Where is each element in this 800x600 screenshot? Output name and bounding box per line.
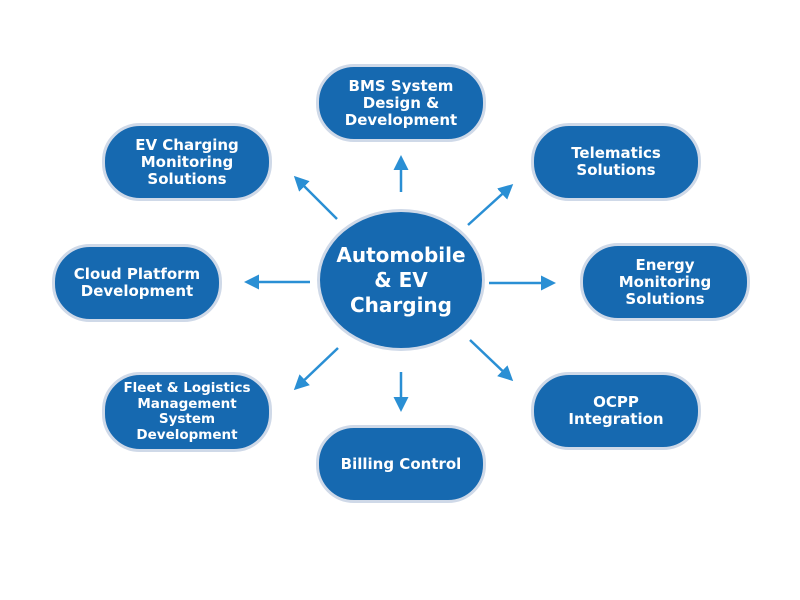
node-billing-control: Billing Control: [316, 425, 486, 503]
node-ocpp-integration: OCPP Integration: [531, 372, 701, 450]
arrow-to-telematics: [467, 183, 514, 226]
node-fleet-label: Fleet & Logistics Management System Deve…: [123, 380, 251, 443]
arrow-to-ev-monitoring: [293, 175, 338, 220]
node-cloud-platform: Cloud Platform Development: [52, 244, 222, 322]
arrow-to-fleet: [293, 347, 339, 391]
node-energy-monitoring: Energy Monitoring Solutions: [580, 243, 750, 321]
center-node-label: Automobile & EV Charging: [336, 242, 466, 317]
arrow-to-ocpp: [469, 339, 514, 382]
node-energy-label: Energy Monitoring Solutions: [618, 255, 712, 308]
node-telematics-label: Telematics Solutions: [571, 144, 661, 179]
node-billing-label: Billing Control: [340, 454, 462, 473]
node-bms-label: BMS System Design & Development: [344, 76, 458, 129]
node-ev-monitoring-label: EV Charging Monitoring Solutions: [135, 135, 239, 188]
node-ocpp-label: OCPP Integration: [568, 393, 664, 428]
node-telematics: Telematics Solutions: [531, 123, 701, 201]
node-fleet-logistics: Fleet & Logistics Management System Deve…: [102, 372, 272, 452]
node-cloud-label: Cloud Platform Development: [73, 265, 201, 300]
node-ev-charging-monitoring: EV Charging Monitoring Solutions: [102, 123, 272, 201]
center-node: Automobile & EV Charging: [317, 209, 485, 351]
node-bms-system: BMS System Design & Development: [316, 64, 486, 142]
